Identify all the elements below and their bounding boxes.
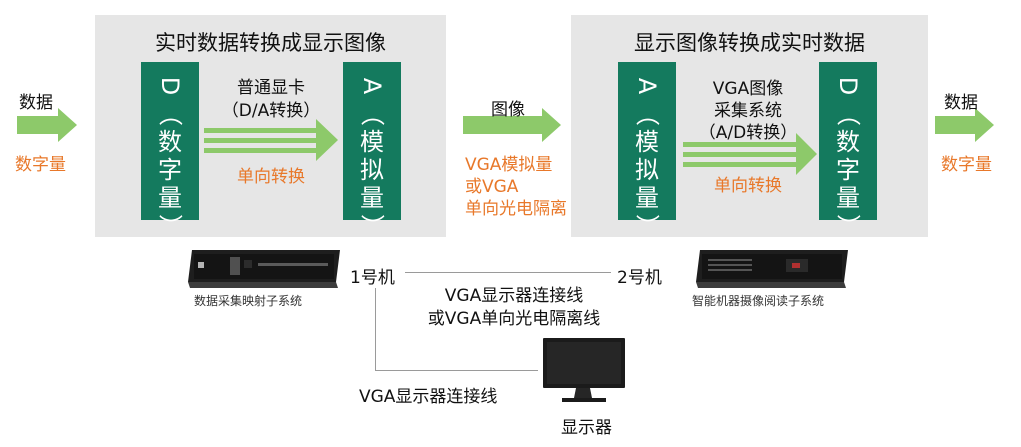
- input-data-label: 数据: [19, 93, 53, 113]
- right-internal-arrow-icon: [683, 133, 817, 175]
- right-digital-box: D （ 数 字 量 ）: [819, 62, 877, 238]
- output-arrow-icon: [935, 108, 994, 142]
- link-line: [405, 272, 611, 273]
- link-label-1: VGA显示器连接线: [444, 286, 584, 306]
- link-label-2: 或VGA单向光电隔离线: [427, 309, 601, 329]
- left-digital-box: D （ 数 字 量 ）: [141, 62, 199, 238]
- capture-system-conversion: （A/D转换）: [698, 123, 798, 143]
- server-2-icon: [696, 250, 848, 288]
- left-one-way-label: 单向转换: [237, 167, 305, 187]
- right-panel-title: 显示图像转换成实时数据: [634, 31, 865, 55]
- box-char: 拟: [360, 156, 384, 184]
- capture-system-label-1: VGA图像: [712, 79, 784, 99]
- box-char: 模: [360, 128, 384, 156]
- machine-1-label: 1号机: [350, 268, 395, 288]
- box-char: 模: [635, 128, 659, 156]
- monitor-label: 显示器: [561, 418, 612, 438]
- box-char: 拟: [635, 156, 659, 184]
- capture-system-label-2: 采集系统: [714, 101, 782, 121]
- input-digital-label: 数字量: [15, 155, 66, 175]
- output-digital-label: 数字量: [941, 155, 992, 175]
- box-char: 数: [158, 128, 182, 156]
- left-analog-box: A （ 模 拟 量 ）: [343, 62, 401, 238]
- box-char: 量: [158, 184, 182, 212]
- graphics-card-conversion: （D/A转换）: [221, 101, 321, 121]
- monitor-cable-label: VGA显示器连接线: [359, 387, 498, 407]
- box-char: 量: [635, 184, 659, 212]
- middle-isolation-label: 单向光电隔离: [465, 199, 567, 219]
- right-one-way-label: 单向转换: [714, 176, 782, 196]
- middle-image-label: 图像: [491, 100, 525, 120]
- left-internal-arrow-icon: [204, 119, 338, 161]
- box-char: 量: [836, 184, 860, 212]
- graphics-card-label: 普通显卡: [237, 78, 305, 98]
- server-2-caption: 智能机器摄像阅读子系统: [692, 294, 825, 308]
- input-arrow-icon: [17, 108, 77, 142]
- right-analog-box: A （ 模 拟 量 ）: [618, 62, 676, 238]
- machine-2-label: 2号机: [617, 268, 662, 288]
- middle-vga-analog-label: VGA模拟量: [465, 155, 553, 175]
- output-data-label: 数据: [944, 93, 978, 113]
- server-1-icon: [188, 250, 340, 288]
- monitor-cable-vertical: [375, 288, 376, 370]
- monitor-cable-horizontal: [375, 370, 538, 371]
- box-char: 量: [360, 184, 384, 212]
- monitor-icon: [543, 338, 625, 402]
- box-char: 字: [158, 156, 182, 184]
- middle-or-vga-label: 或VGA: [465, 177, 519, 197]
- server-1-caption: 数据采集映射子系统: [194, 294, 303, 308]
- box-char: 字: [836, 156, 860, 184]
- middle-arrow-icon: [463, 108, 561, 142]
- box-char: 数: [836, 128, 860, 156]
- left-panel-title: 实时数据转换成显示图像: [155, 31, 386, 55]
